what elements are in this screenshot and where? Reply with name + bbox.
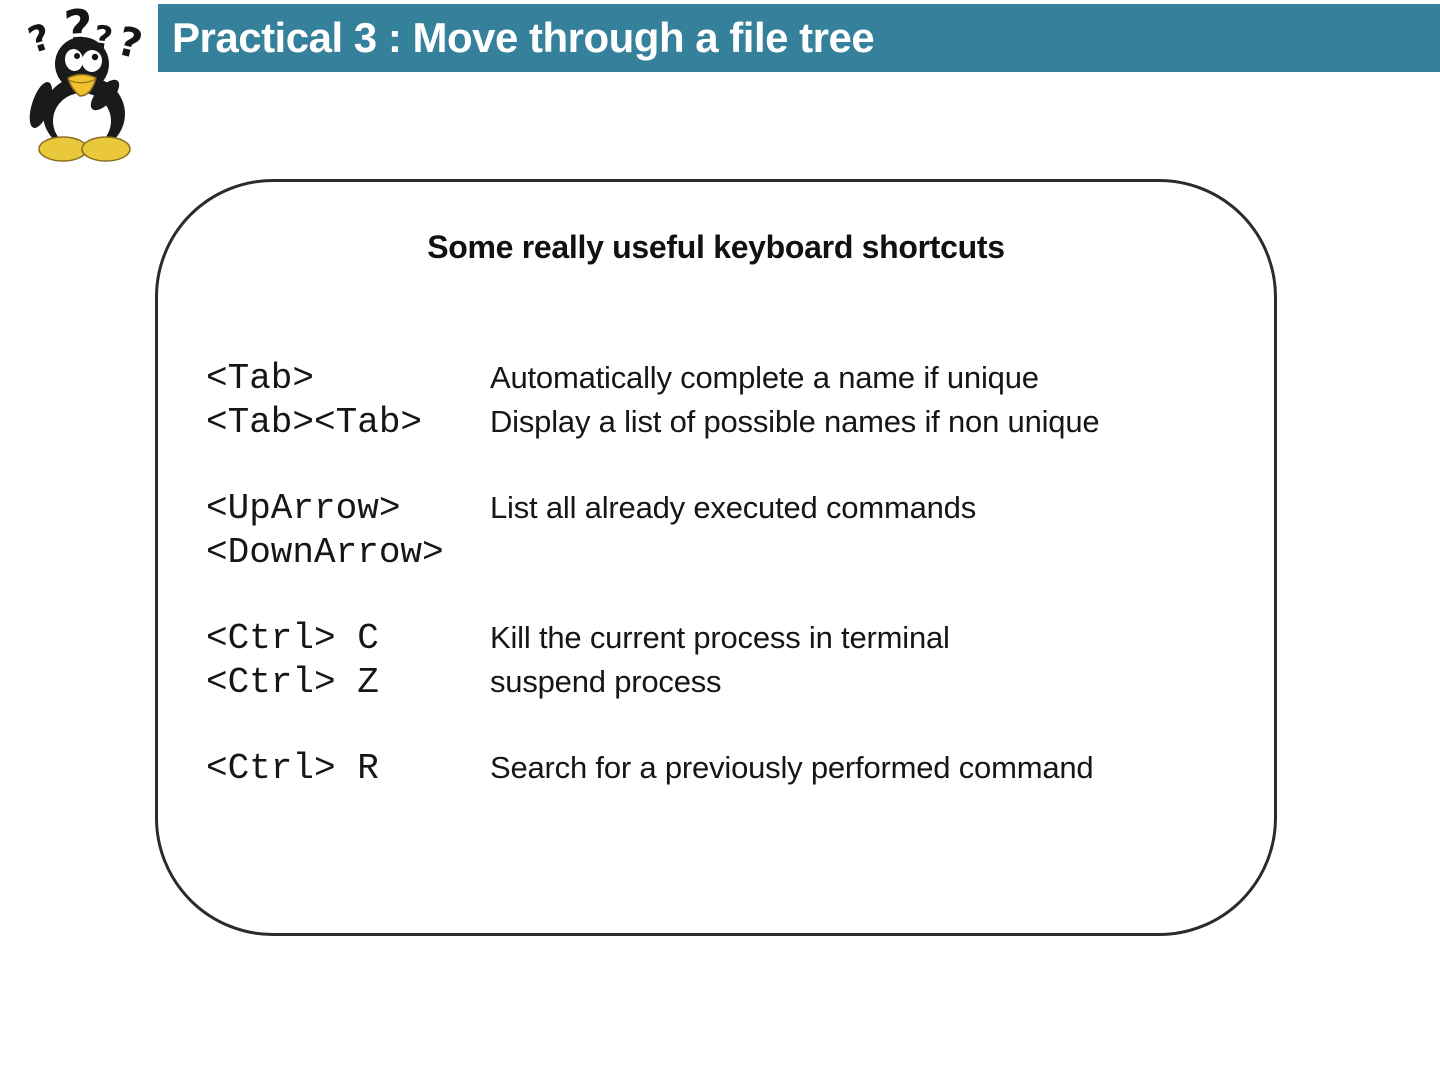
question-mark-icon: ? bbox=[113, 18, 147, 68]
shortcut-desc: Search for a previously performed comman… bbox=[490, 750, 1094, 785]
shortcut-desc: Automatically complete a name if unique bbox=[490, 360, 1039, 395]
shortcut-key: <Tab><Tab> bbox=[206, 402, 423, 443]
tux-left-foot bbox=[38, 136, 88, 162]
tux-beak-line bbox=[67, 78, 97, 84]
tux-right-foot bbox=[81, 136, 131, 162]
shortcut-row: <UpArrow> List all already executed comm… bbox=[206, 488, 976, 529]
shortcut-key: <Ctrl> Z bbox=[206, 662, 379, 703]
tux-right-flipper bbox=[90, 79, 120, 111]
shortcut-row: <Ctrl> R Search for a previously perform… bbox=[206, 748, 1094, 789]
tux-left-pupil bbox=[74, 53, 80, 59]
shortcut-row: <Tab> Automatically complete a name if u… bbox=[206, 358, 1039, 399]
tux-left-brow bbox=[65, 44, 83, 50]
card-title: Some really useful keyboard shortcuts bbox=[427, 229, 1005, 265]
shortcut-row: <DownArrow> bbox=[206, 532, 490, 573]
shortcut-key: <Ctrl> C bbox=[206, 618, 379, 659]
page-title: Practical 3 : Move through a file tree bbox=[172, 14, 875, 61]
shortcut-row: <Ctrl> Z suspend process bbox=[206, 662, 722, 703]
tux-penguin-illustration: ? ? ? ? bbox=[23, 0, 147, 162]
shortcut-key: <DownArrow> bbox=[206, 532, 444, 573]
header-bar: Practical 3 : Move through a file tree bbox=[158, 4, 1440, 72]
tux-left-flipper bbox=[29, 82, 53, 128]
shortcuts-card: Some really useful keyboard shortcuts <T… bbox=[155, 179, 1277, 936]
shortcut-desc: Display a list of possible names if non … bbox=[490, 404, 1100, 439]
tux-penguin-icon: ? ? ? ? bbox=[6, 0, 158, 168]
shortcut-row: <Tab><Tab> Display a list of possible na… bbox=[206, 402, 1100, 443]
shortcut-key: <Tab> bbox=[206, 358, 315, 399]
shortcut-desc: List all already executed commands bbox=[490, 490, 977, 525]
tux-right-pupil bbox=[91, 53, 99, 61]
shortcut-desc: suspend process bbox=[490, 664, 722, 699]
shortcut-desc: Kill the current process in terminal bbox=[490, 620, 950, 655]
shortcut-key: <UpArrow> bbox=[206, 488, 401, 529]
tux-beak bbox=[67, 73, 97, 97]
shortcut-key: <Ctrl> R bbox=[206, 748, 379, 789]
question-mark-icon: ? bbox=[23, 16, 56, 61]
shortcut-row: <Ctrl> C Kill the current process in ter… bbox=[206, 618, 950, 659]
tux-right-brow bbox=[85, 45, 102, 51]
